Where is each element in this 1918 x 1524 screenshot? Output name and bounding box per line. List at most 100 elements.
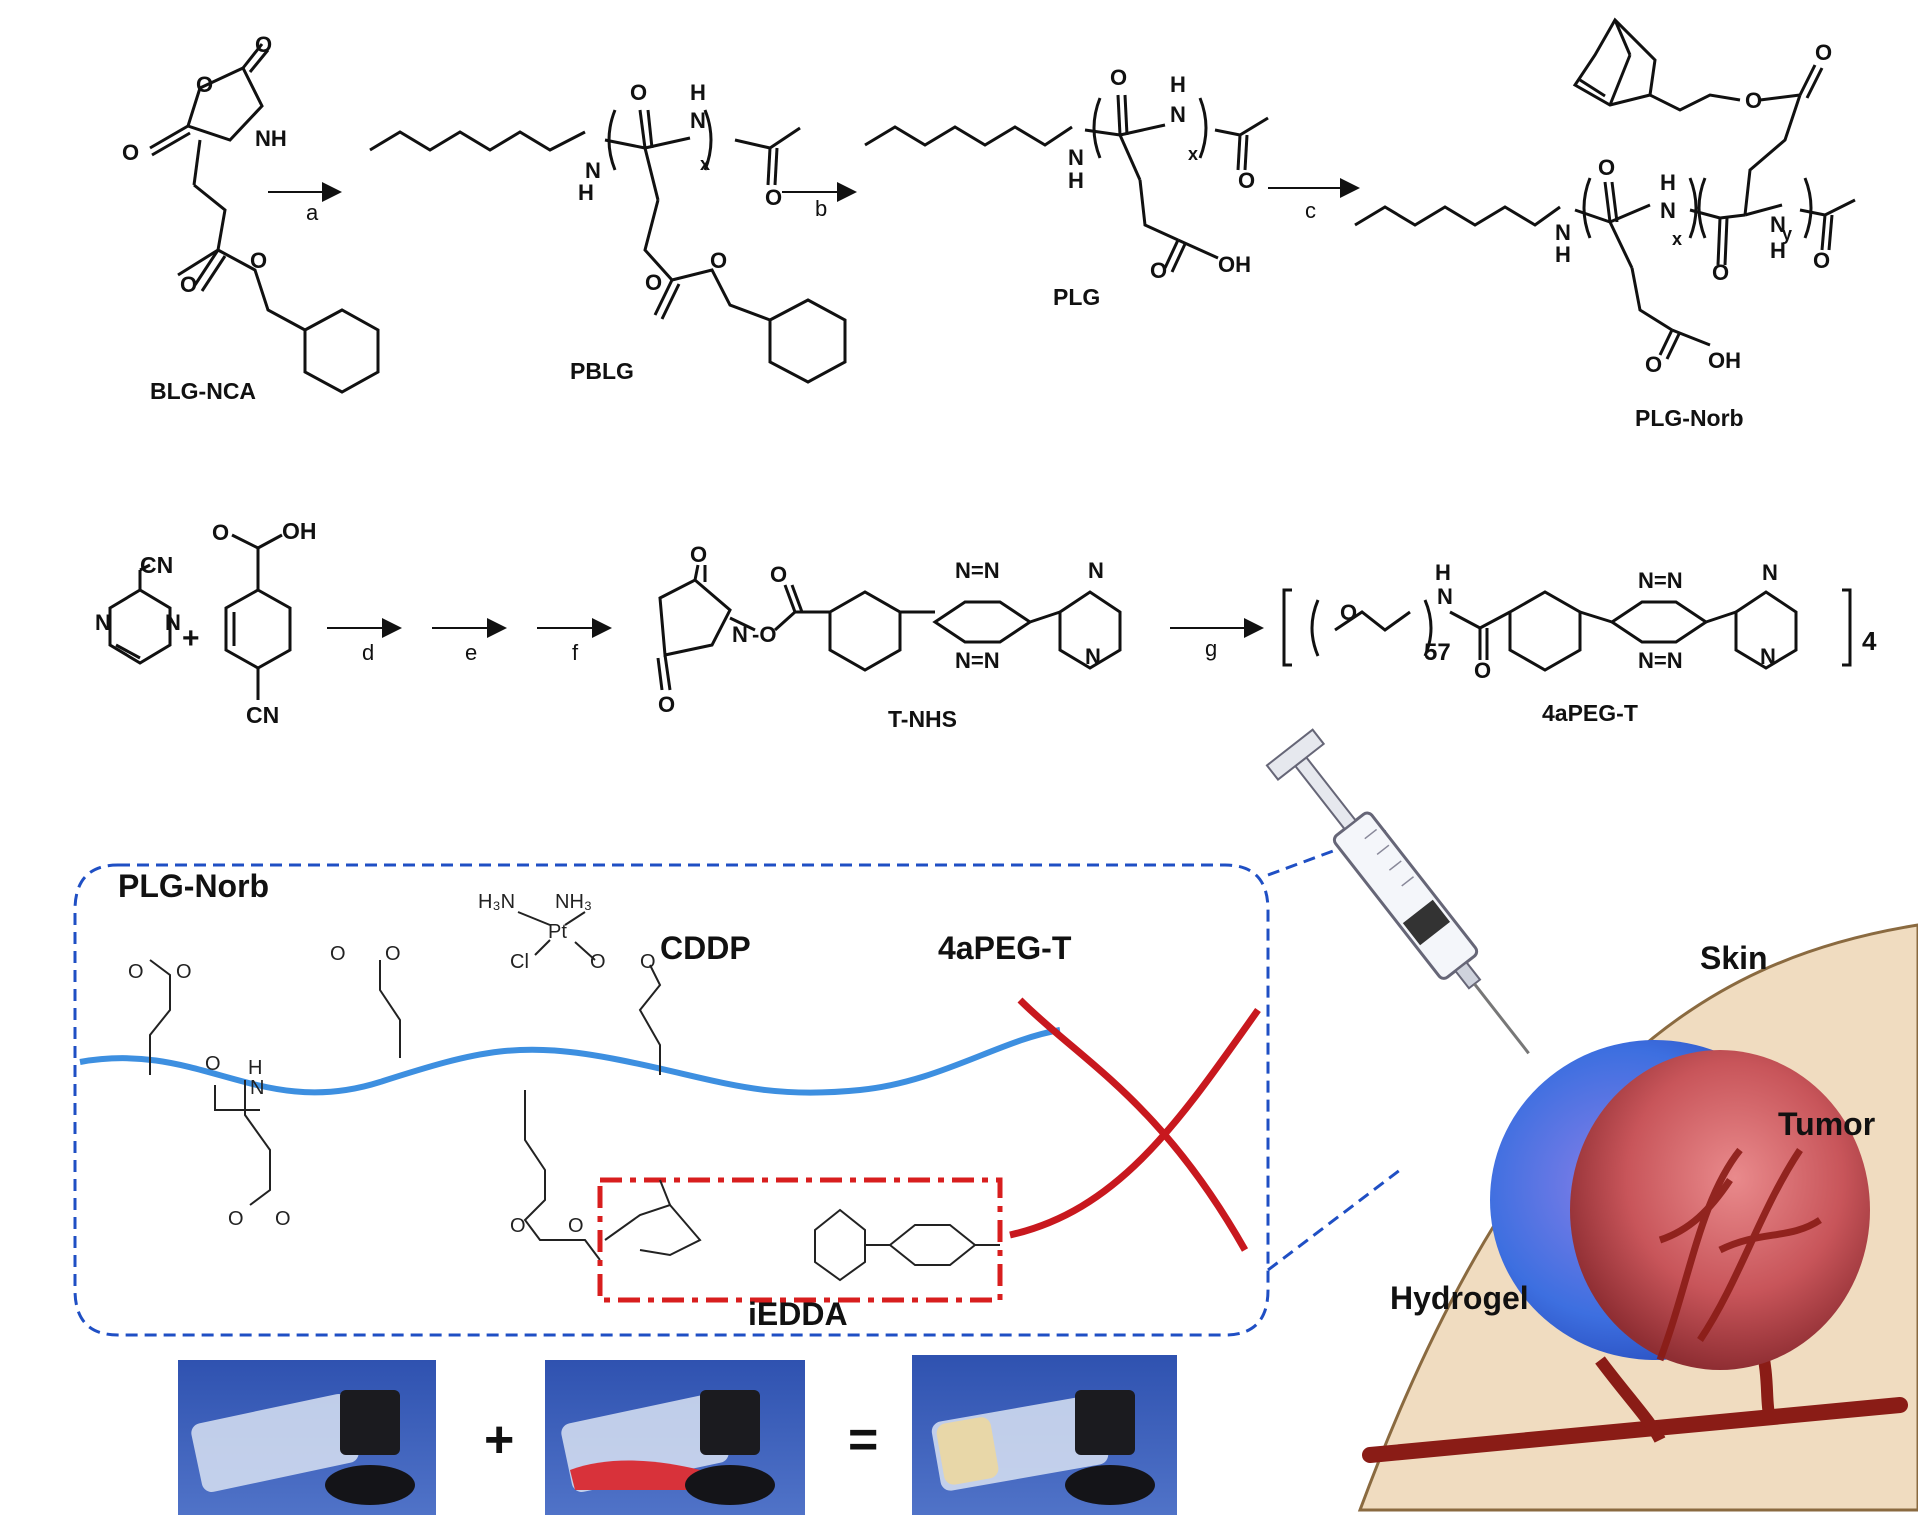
svg-text:N: N xyxy=(1760,644,1776,669)
svg-text:N=N: N=N xyxy=(955,558,1000,583)
svg-text:O: O xyxy=(658,692,675,717)
svg-text:N: N xyxy=(1085,644,1101,669)
syringe-icon xyxy=(1265,728,1530,1055)
compound-label-plg: PLG xyxy=(1053,284,1101,310)
svg-text:N: N xyxy=(732,622,748,647)
svg-text:H: H xyxy=(578,180,594,205)
blg-nca-structure xyxy=(149,43,380,394)
svg-text:O: O xyxy=(710,248,727,273)
svg-text:O: O xyxy=(645,270,662,295)
svg-text:N: N xyxy=(1660,198,1676,223)
svg-text:O: O xyxy=(1815,40,1832,65)
peg-arms xyxy=(1009,997,1261,1252)
svg-text:O: O xyxy=(568,1215,584,1237)
component-label-4apeg-t: 4aPEG-T xyxy=(938,930,1072,966)
svg-text:O: O xyxy=(255,32,272,57)
svg-text:O: O xyxy=(1598,155,1615,180)
svg-text:O: O xyxy=(1340,600,1357,625)
tissue-label-hydrogel: Hydrogel xyxy=(1390,1280,1529,1316)
svg-text:N: N xyxy=(585,158,601,183)
svg-text:x: x xyxy=(1188,144,1198,164)
svg-text:H: H xyxy=(1770,238,1786,263)
svg-text:H₃N: H₃N xyxy=(478,891,515,913)
svg-text:N: N xyxy=(690,108,706,133)
svg-text:N: N xyxy=(1068,145,1084,170)
svg-text:O: O xyxy=(770,562,787,587)
step-label-g: g xyxy=(1205,636,1218,661)
component-label-cddp: CDDP xyxy=(660,930,751,966)
svg-text:N: N xyxy=(1762,560,1778,585)
svg-text:H: H xyxy=(1435,560,1451,585)
svg-text:+: + xyxy=(182,622,200,655)
svg-text:N=N: N=N xyxy=(1638,648,1683,673)
svg-text:O: O xyxy=(128,961,144,983)
compound-label-4apeg-t: 4aPEG-T xyxy=(1542,700,1638,726)
svg-text:OH: OH xyxy=(1218,252,1251,277)
svg-text:O: O xyxy=(196,72,213,97)
svg-text:O: O xyxy=(250,248,267,273)
vial-photo xyxy=(178,1360,436,1515)
svg-text:O: O xyxy=(1110,65,1127,90)
svg-text:O: O xyxy=(1474,658,1491,683)
photo-equals-sign: = xyxy=(848,1411,879,1469)
svg-text:O: O xyxy=(1712,260,1729,285)
svg-text:Pt: Pt xyxy=(548,921,567,943)
svg-text:N: N xyxy=(1437,584,1453,609)
svg-text:O: O xyxy=(1813,248,1830,273)
reactant-a-cn: CN xyxy=(140,552,174,578)
photo-plus-sign: + xyxy=(484,1411,515,1469)
svg-text:O: O xyxy=(1645,352,1662,377)
component-label-plg-norb: PLG-Norb xyxy=(118,868,270,904)
step-label-d: d xyxy=(362,640,375,665)
cyanopyrimidine-structure xyxy=(108,563,172,665)
svg-text:N: N xyxy=(1170,102,1186,127)
svg-text:O: O xyxy=(690,542,707,567)
vial-photo xyxy=(545,1360,805,1515)
plg-structure xyxy=(864,94,1269,273)
tissue-illustration xyxy=(1357,923,1918,1512)
polymer-backbone xyxy=(79,1027,1061,1096)
svg-text:O: O xyxy=(205,1053,221,1075)
svg-text:O: O xyxy=(765,185,782,210)
svg-text:N: N xyxy=(250,1077,264,1099)
t-nhs-structure xyxy=(656,564,1122,691)
compound-label-plg-norb: PLG-Norb xyxy=(1635,405,1744,431)
plg-norb-structure xyxy=(1354,17,1856,360)
svg-text:N: N xyxy=(1088,558,1104,583)
step-label-a: a xyxy=(306,200,319,225)
svg-text:N: N xyxy=(165,610,181,635)
4apeg-t-structure xyxy=(1282,588,1852,672)
svg-text:H: H xyxy=(1660,170,1676,195)
svg-text:O: O xyxy=(385,943,401,965)
pblg-structure xyxy=(369,109,847,384)
svg-text:O: O xyxy=(1238,168,1255,193)
cyanobenzoic-acid-structure xyxy=(224,533,292,700)
backbone-side-chains xyxy=(149,959,662,1261)
svg-text:H: H xyxy=(1068,168,1084,193)
svg-text:O: O xyxy=(330,943,346,965)
svg-text:x: x xyxy=(1672,229,1682,249)
svg-text:H: H xyxy=(1170,72,1186,97)
svg-text:N: N xyxy=(1555,220,1571,245)
compound-label-t-nhs: T-NHS xyxy=(888,706,957,732)
peg-repeat-label: 57 xyxy=(1424,639,1451,666)
svg-text:H: H xyxy=(690,80,706,105)
svg-text:O: O xyxy=(1745,88,1762,113)
svg-text:O: O xyxy=(180,272,197,297)
svg-text:O: O xyxy=(275,1208,291,1230)
svg-text:NH₃: NH₃ xyxy=(555,891,592,913)
svg-text:O: O xyxy=(212,520,229,545)
tissue-label-skin: Skin xyxy=(1700,940,1768,976)
tissue-label-tumor: Tumor xyxy=(1778,1106,1876,1142)
svg-text:N: N xyxy=(95,610,111,635)
svg-text:O: O xyxy=(590,951,606,973)
svg-text:O: O xyxy=(640,951,656,973)
reaction-label-iedda: iEDDA xyxy=(748,1296,848,1332)
svg-text:NH: NH xyxy=(255,126,287,151)
svg-text:N=N: N=N xyxy=(955,648,1000,673)
svg-text:O: O xyxy=(510,1215,526,1237)
svg-text:H: H xyxy=(1555,242,1571,267)
svg-text:O: O xyxy=(228,1208,244,1230)
